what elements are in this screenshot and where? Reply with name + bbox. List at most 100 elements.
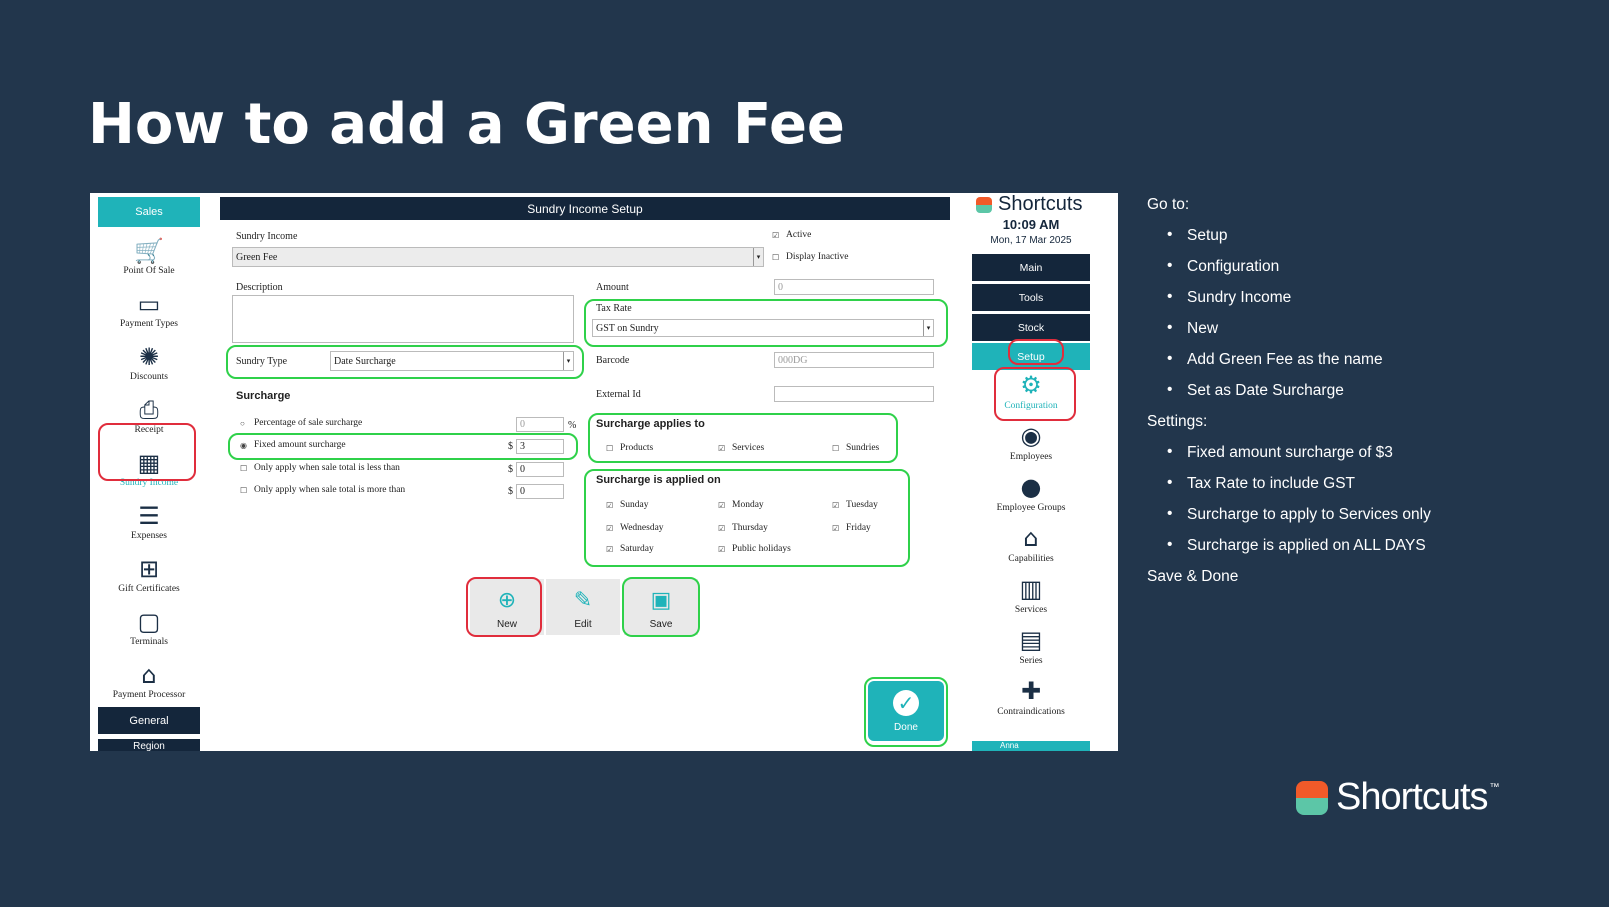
new-button[interactable]: ⊕ New	[470, 579, 544, 635]
slide-title: How to add a Green Fee	[88, 92, 845, 157]
day-friday-checkbox[interactable]: ☑ Friday	[832, 523, 871, 533]
description-field[interactable]	[232, 295, 574, 343]
nav-item-contraindications[interactable]: ✚ Contraindications	[972, 677, 1090, 717]
trademark: ™	[1489, 782, 1500, 793]
highlight-setup	[1008, 339, 1064, 365]
edit-button[interactable]: ✎ Edit	[546, 579, 620, 635]
day-label: Sunday	[620, 500, 649, 510]
barcode-field[interactable]: 000DG	[774, 352, 934, 368]
more-than-checkbox[interactable]: ☐ Only apply when sale total is more tha…	[240, 485, 405, 495]
highlight-new	[466, 577, 542, 637]
gift-icon: ⊞	[138, 555, 160, 583]
active-label: Active	[786, 230, 812, 240]
sundry-type-select[interactable]: Date Surcharge ▾	[330, 351, 574, 371]
day-wednesday-checkbox[interactable]: ☑ Wednesday	[606, 523, 664, 533]
nav-item-label: Series	[1019, 656, 1043, 666]
current-user[interactable]: Anna	[972, 741, 1090, 751]
sidebar-item-receipt[interactable]: ⎙ Receipt	[98, 386, 200, 439]
done-button[interactable]: ✓ Done	[868, 681, 944, 741]
nav-item-services[interactable]: ▥ Services	[972, 575, 1090, 615]
nav-item-employee-groups[interactable]: ● Employee Groups	[972, 473, 1090, 513]
done-label: Done	[894, 721, 918, 733]
applies-products-checkbox[interactable]: ☐ Products	[606, 443, 653, 453]
day-label: Friday	[846, 523, 871, 533]
sidebar-item-payment-processor[interactable]: ⌂ Payment Processor	[98, 651, 200, 704]
surcharge-heading: Surcharge	[236, 390, 291, 402]
nav-tools[interactable]: Tools	[972, 284, 1090, 311]
amount-field[interactable]: 0	[774, 279, 934, 295]
general-section[interactable]: General	[98, 707, 200, 734]
fixed-surcharge-radio[interactable]: ◉ Fixed amount surcharge	[240, 440, 346, 450]
external-id-field[interactable]	[774, 386, 934, 402]
card-icon: ▭	[137, 290, 161, 318]
chevron-down-icon[interactable]: ▾	[923, 320, 933, 336]
barcode-value: 000DG	[778, 354, 808, 366]
sundry-income-label: Sundry Income	[236, 231, 298, 242]
sidebar-item-expenses[interactable]: ☰ Expenses	[98, 492, 200, 545]
sidebar-item-payment-types[interactable]: ▭ Payment Types	[98, 280, 200, 333]
checkbox-checked-icon: ☑	[772, 230, 780, 240]
bank-icon: ⌂	[141, 661, 157, 689]
day-tuesday-checkbox[interactable]: ☑ Tuesday	[832, 500, 878, 510]
sidebar-item-label: Point Of Sale	[123, 266, 175, 276]
display-inactive-label: Display Inactive	[786, 252, 849, 262]
fixed-amount-field[interactable]: 3	[516, 439, 564, 454]
applies-sundries-checkbox[interactable]: ☐ Sundries	[832, 443, 879, 453]
nav-item-configuration[interactable]: ⚙ Configuration	[972, 371, 1090, 411]
percentage-field[interactable]: 0	[516, 417, 564, 432]
widgets-icon: ▦	[137, 449, 161, 477]
shortcuts-logo-icon	[976, 196, 992, 213]
list-item: Sundry Income	[1147, 288, 1587, 320]
nav-main[interactable]: Main	[972, 254, 1090, 281]
day-thursday-checkbox[interactable]: ☑ Thursday	[718, 523, 768, 533]
active-checkbox[interactable]: ☑ Active	[772, 230, 811, 240]
highlight-configuration	[994, 367, 1076, 421]
tax-rate-select[interactable]: GST on Sundry ▾	[592, 319, 934, 337]
highlight-sundry-type	[226, 345, 584, 379]
region-section[interactable]: Region	[98, 739, 200, 751]
save-button[interactable]: ▣ Save	[624, 579, 698, 635]
list-item: Add Green Fee as the name	[1147, 350, 1587, 382]
sidebar-item-discounts[interactable]: ✺ Discounts	[98, 333, 200, 386]
shortcuts-logo: Shortcuts ™	[1296, 776, 1500, 819]
nav-setup[interactable]: Setup	[972, 343, 1090, 370]
sundries-label: Sundries	[846, 443, 880, 453]
day-sunday-checkbox[interactable]: ☑ Sunday	[606, 500, 649, 510]
less-than-checkbox[interactable]: ☐ Only apply when sale total is less tha…	[240, 463, 400, 473]
sidebar-item-terminals[interactable]: ▢ Terminals	[98, 598, 200, 651]
display-inactive-checkbox[interactable]: ☐ Display Inactive	[772, 252, 849, 262]
instructions: Go to: Setup Configuration Sundry Income…	[1147, 196, 1587, 599]
day-saturday-checkbox[interactable]: ☑ Saturday	[606, 544, 654, 554]
sidebar-item-sundry-income[interactable]: ▦ Sundry Income	[98, 439, 200, 492]
sundry-income-select[interactable]: Green Fee ▾	[232, 247, 764, 267]
sidebar-item-label: Expenses	[131, 531, 167, 541]
nav-item-label: Services	[1014, 605, 1048, 615]
percentage-surcharge-radio[interactable]: ○ Percentage of sale surcharge	[240, 418, 362, 428]
applies-services-checkbox[interactable]: ☑ Services	[718, 443, 764, 453]
edit-label: Edit	[574, 619, 592, 630]
percent-unit: %	[568, 420, 577, 431]
sidebar-item-gift-certificates[interactable]: ⊞ Gift Certificates	[98, 545, 200, 598]
day-monday-checkbox[interactable]: ☑ Monday	[718, 500, 764, 510]
day-public-holidays-checkbox[interactable]: ☑ Public holidays	[718, 544, 791, 554]
nav-item-employees[interactable]: ◉ Employees	[972, 422, 1090, 462]
more-than-field[interactable]: 0	[516, 484, 564, 499]
chevron-down-icon[interactable]: ▾	[563, 352, 573, 370]
clock-time: 10:09 AM	[1002, 217, 1060, 232]
sales-header[interactable]: Sales	[98, 197, 200, 227]
sidebar-item-point-of-sale[interactable]: 🛒 Point Of Sale	[98, 227, 200, 280]
nav-item-series[interactable]: ▤ Series	[972, 626, 1090, 666]
applies-to-heading: Surcharge applies to	[596, 418, 705, 430]
less-than-field[interactable]: 0	[516, 462, 564, 477]
highlight-done	[864, 677, 948, 747]
nav-item-capabilities[interactable]: ⌂ Capabilities	[972, 524, 1090, 564]
printer-icon: ⎙	[139, 396, 159, 424]
day-label: Thursday	[732, 523, 768, 533]
chevron-down-icon[interactable]: ▾	[753, 248, 763, 266]
list-item: New	[1147, 319, 1587, 351]
nav-stock[interactable]: Stock	[972, 314, 1090, 341]
checkbox-checked-icon: ☑	[718, 544, 726, 554]
day-label: Public holidays	[732, 544, 791, 554]
checkbox-empty-icon: ☐	[606, 443, 614, 453]
brand-text: Shortcuts	[998, 193, 1083, 215]
